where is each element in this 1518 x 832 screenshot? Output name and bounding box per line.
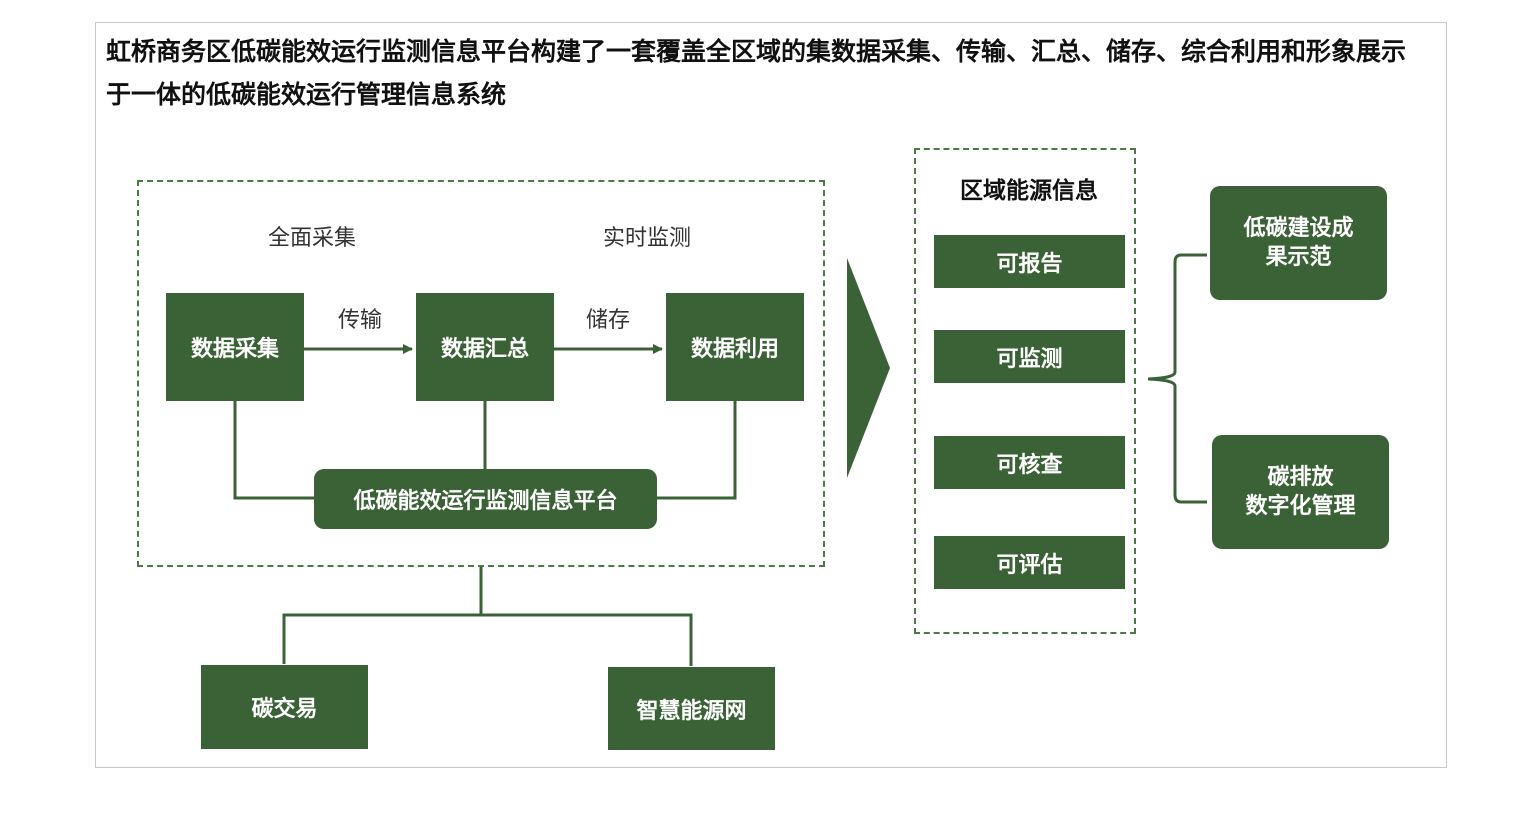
- full-collection-label: 全面采集: [267, 226, 356, 251]
- data-utilization-box: 数据利用: [666, 293, 804, 401]
- low-carbon-demo-box: 低碳建设成 果示范: [1210, 186, 1387, 300]
- data-collection-box: 数据采集: [166, 293, 304, 401]
- monitorable-item: 可监测: [934, 330, 1125, 383]
- carbon-digital-management-box: 碳排放 数字化管理: [1212, 435, 1389, 549]
- regional-info-group: [914, 148, 1136, 634]
- carbon-digital-management-line2: 数字化管理: [1245, 494, 1356, 519]
- regional-info-title: 区域能源信息: [960, 178, 1098, 204]
- low-carbon-demo-line2: 果示范: [1265, 245, 1332, 270]
- data-aggregation-box: 数据汇总: [416, 293, 554, 401]
- verifiable-item: 可核查: [934, 436, 1125, 489]
- platform-box: 低碳能效运行监测信息平台: [314, 469, 657, 529]
- storage-label: 储存: [585, 308, 630, 333]
- carbon-digital-management-line1: 碳排放: [1267, 465, 1334, 490]
- transmission-label: 传输: [337, 308, 382, 333]
- smart-energy-grid-box: 智慧能源网: [608, 667, 775, 750]
- carbon-trading-box: 碳交易: [201, 665, 368, 749]
- reportable-item: 可报告: [934, 235, 1125, 288]
- data-flow-group: [137, 180, 825, 567]
- low-carbon-demo-line1: 低碳建设成: [1243, 216, 1354, 241]
- assessable-item: 可评估: [934, 536, 1125, 589]
- realtime-monitoring-label: 实时监测: [602, 226, 691, 251]
- figure-title: 虹桥商务区低碳能效运行监测信息平台构建了一套覆盖全区域的集数据采集、传输、汇总、…: [106, 37, 1407, 109]
